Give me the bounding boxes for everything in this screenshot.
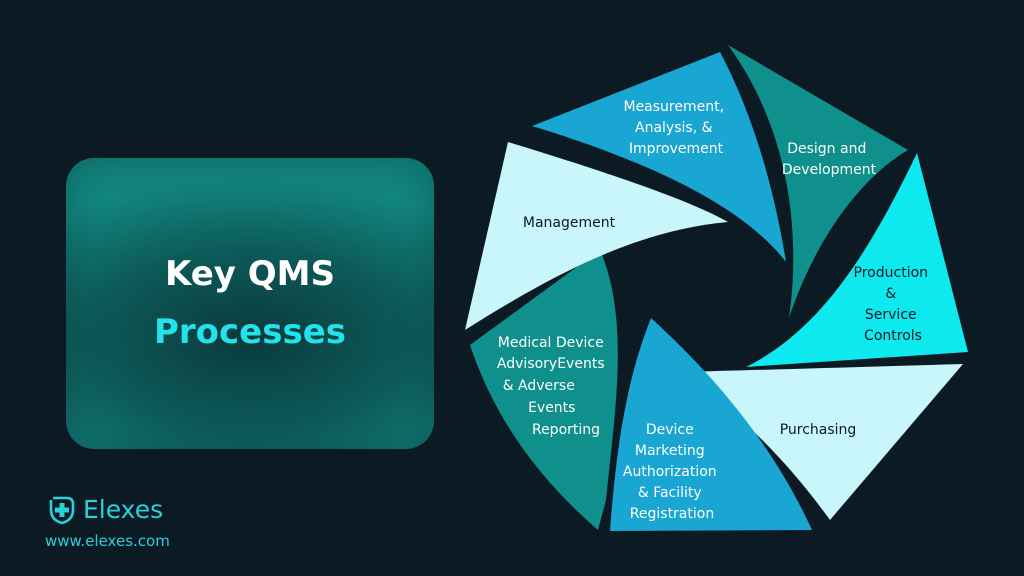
brand-name: Elexes	[83, 494, 164, 524]
title-line-2: Processes	[153, 312, 347, 352]
brand-url: www.elexes.com	[45, 532, 170, 550]
process-label-measurement: Measurement, Analysis, & Improvement	[623, 99, 728, 157]
segment-shape	[532, 52, 786, 262]
title-card: Key QMS Processes	[66, 158, 434, 449]
segment-shape	[610, 318, 812, 531]
process-segment-medical-device: Medical Device AdvisoryEvents & Adverse …	[470, 250, 618, 530]
segment-shape	[746, 153, 968, 367]
segment-shape	[470, 250, 618, 530]
process-segment-management: Management	[465, 142, 728, 330]
process-label-medical-device: Medical Device AdvisoryEvents & Adverse …	[497, 335, 609, 438]
process-label-management: Management	[523, 215, 616, 231]
process-label-device-marketing: Device Marketing Authorization & Facilit…	[623, 422, 721, 522]
process-segment-device-marketing: Device Marketing Authorization & Facilit…	[610, 318, 812, 531]
medical-cross-shield-icon	[49, 496, 75, 525]
process-label-purchasing: Purchasing	[780, 422, 857, 438]
process-segment-purchasing: Purchasing	[680, 364, 963, 520]
brand-logo: Elexes	[45, 492, 163, 526]
process-segment-design: Design and Development	[728, 45, 908, 318]
title-line-1: Key QMS	[164, 254, 336, 294]
process-label-design: Design and Development	[782, 141, 877, 178]
process-segment-production: Production & Service Controls	[746, 153, 968, 367]
process-segment-measurement: Measurement, Analysis, & Improvement	[532, 52, 786, 262]
segment-shape	[728, 45, 908, 318]
process-label-production: Production & Service Controls	[854, 265, 933, 344]
segment-shape	[465, 142, 728, 330]
segment-shape	[680, 364, 963, 520]
